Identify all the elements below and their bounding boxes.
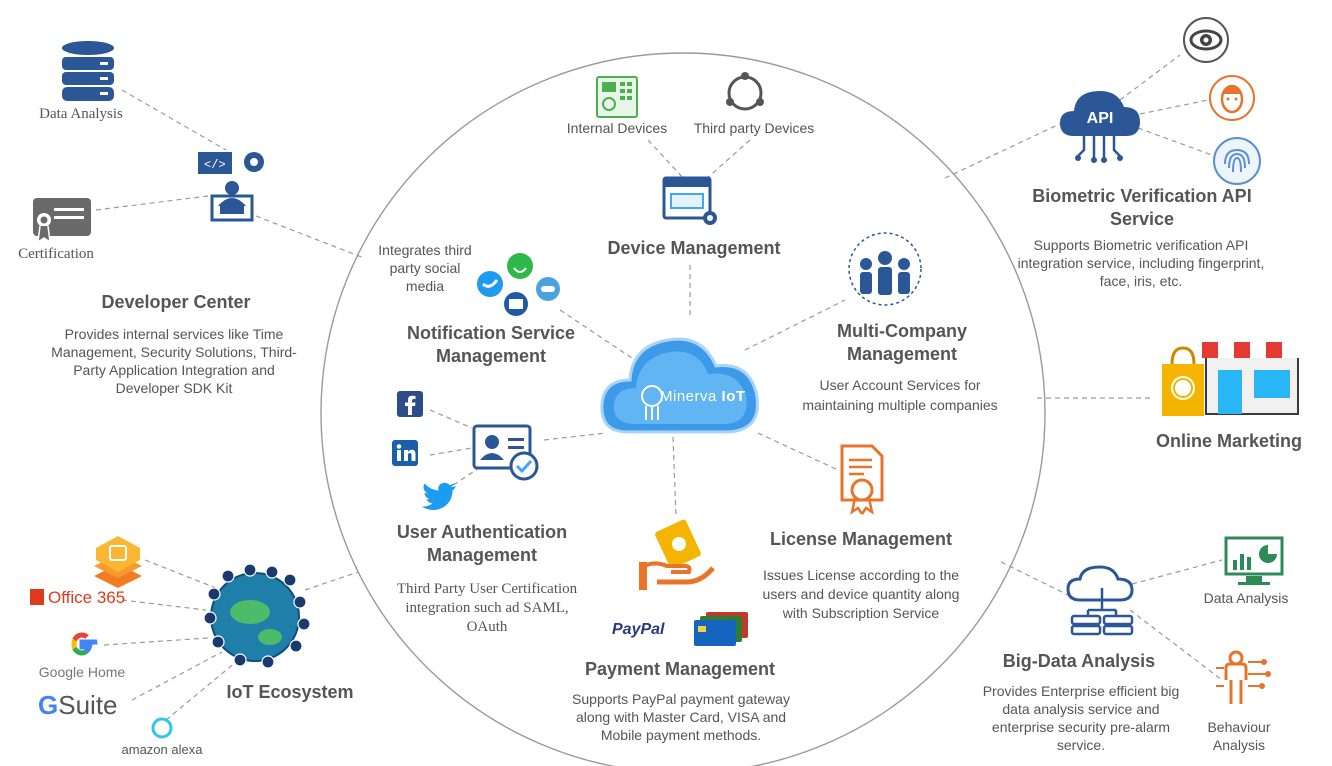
license-title: License Management <box>769 529 953 549</box>
developer-center-desc: Provides internal services like Time Man… <box>51 326 297 396</box>
iot-globe-icon <box>203 563 311 669</box>
internal-devices-label: Internal Devices <box>566 120 668 136</box>
core-name: Minerva <box>660 388 717 405</box>
notification-note: Integrates third party social media <box>378 242 472 294</box>
developer-laptop-icon: </> <box>198 152 264 222</box>
facebook-icon <box>397 391 423 417</box>
user-auth-title: User Authentication Management <box>396 522 568 565</box>
online-store-icon <box>1162 342 1300 416</box>
biometric-desc: Supports Biometric verification API inte… <box>1017 237 1265 289</box>
bigdata-cloud-server-icon <box>1066 565 1134 636</box>
third-party-devices-icon <box>726 72 764 111</box>
iot-ecosystem-title: IoT Ecosystem <box>226 682 354 702</box>
online-marketing-title: Online Marketing <box>1155 431 1303 451</box>
payment-title: Payment Management <box>584 659 776 679</box>
eye-scan-icon <box>1183 17 1229 63</box>
data-analysis-monitor-icon <box>1224 536 1284 585</box>
bigdata-desc: Provides Enterprise efficient big data a… <box>982 683 1180 753</box>
paypal-logo: PayPal <box>612 621 665 638</box>
multi-company-desc: User Account Services for maintaining mu… <box>802 377 998 413</box>
behaviour-analysis-icon <box>1216 650 1271 704</box>
whatsapp-icon <box>507 253 533 279</box>
behaviour-analysis-label: Behaviour Analysis <box>1207 719 1271 753</box>
user-auth-desc: Third Party User Certification integrati… <box>396 581 578 635</box>
twitter-bird-icon <box>421 482 456 510</box>
api-label: API <box>1086 110 1114 127</box>
license-certificate-icon <box>840 444 884 515</box>
biometric-title: Biometric Verification API Service <box>1032 186 1252 229</box>
internal-devices-icon <box>596 76 638 118</box>
credit-cards-icon <box>694 612 748 646</box>
linkedin-icon <box>392 440 418 466</box>
database-icon <box>62 41 114 101</box>
certificate-icon <box>33 198 91 244</box>
license-desc: Issues License according to the users an… <box>762 567 960 621</box>
device-management-title: Device Management <box>607 238 781 258</box>
ifttt-layers-icon <box>94 536 142 588</box>
developer-center-title: Developer Center <box>101 292 251 312</box>
dev-certification-label: Certification <box>18 246 94 262</box>
amazon-alexa-label: amazon alexa <box>121 742 203 757</box>
g-suite-logo: GSuite <box>38 690 118 720</box>
third-party-devices-label: Third party Devices <box>693 120 815 136</box>
svg-text:</>: </> <box>204 158 226 172</box>
google-home-label: Google Home <box>38 664 126 680</box>
office-365-logo: Office 365 <box>30 588 125 608</box>
payment-hand-icon <box>639 519 715 590</box>
multi-company-people-icon <box>848 232 922 306</box>
device-window-gear-icon <box>662 176 717 225</box>
api-cloud-icon <box>1060 91 1140 163</box>
multi-company-title: Multi-Company Management <box>837 321 967 364</box>
fingerprint-icon <box>1213 137 1261 185</box>
bigdata-title: Big-Data Analysis <box>1002 651 1156 671</box>
twitter-icon <box>477 271 503 297</box>
notification-title: Notification Service Management <box>406 323 576 366</box>
platform-circle <box>320 52 1046 766</box>
face-scan-icon <box>1209 75 1255 121</box>
user-id-card-icon <box>472 424 539 481</box>
alexa-ring-icon <box>151 717 173 739</box>
social-media-icons <box>477 253 560 316</box>
minerva-cloud-icon <box>600 337 759 434</box>
dev-data-analysis-label: Data Analysis <box>39 106 123 122</box>
payment-desc: Supports PayPal payment gateway along wi… <box>572 691 790 743</box>
core-suffix: IoT <box>721 388 746 405</box>
bigdata-data-analysis-label: Data Analysis <box>1203 590 1289 606</box>
google-g-icon <box>71 632 98 656</box>
